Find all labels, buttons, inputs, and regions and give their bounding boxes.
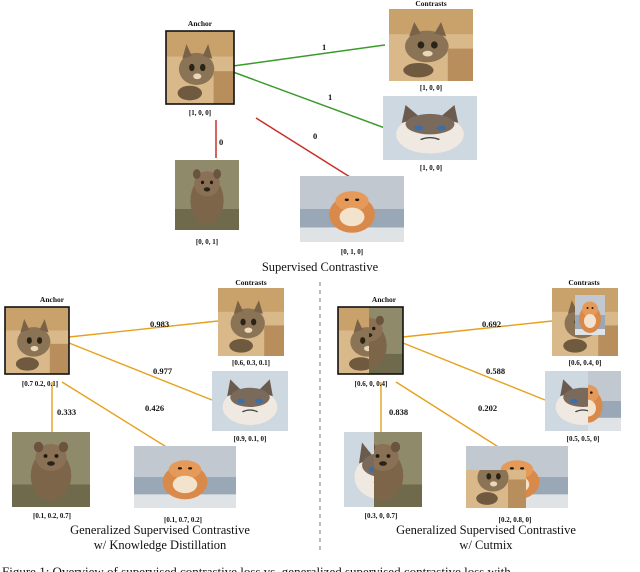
bl-caption-line1: Generalized Supervised Contrastive [70,523,250,537]
edge-bl-c1 [68,320,219,338]
bl-weight-2: 0.977 [153,366,173,376]
bl-pom-label: [0.1, 0.7, 0.2] [164,516,202,524]
contrasts-header: Contrasts [415,0,446,8]
edge-br-c1 [402,320,553,338]
edge-bl-c2 [68,342,213,401]
contrast-cat-image [389,9,473,81]
bl-contrast2-image [212,371,288,431]
br-bottom1-label: [0.3, 0, 0.7] [365,512,398,520]
anchor-header: Anchor [188,19,213,28]
br-anchor-label: [0.6, 0, 0.4] [355,380,388,388]
contrast-grumpy-image [383,96,477,160]
edge-bl-pom [61,381,169,449]
bottom-right-panel: Anchor [0.6, 0, 0.4] Contrasts [0.6, 0.4… [337,278,621,552]
br-weight-2: 0.588 [486,366,505,376]
br-contrast2-label: [0.5, 0.5, 0] [567,435,600,443]
bl-pom-image [134,446,236,508]
br-bottom1-image [344,432,422,507]
br-caption-line1: Generalized Supervised Contrastive [396,523,576,537]
bl-weight-3: 0.426 [145,403,164,413]
contrast-cat-label: [1, 0, 0] [420,84,442,92]
weight-cat1: 1 [322,42,326,52]
weight-quokka: 0 [219,137,223,147]
edge-br-c2 [402,342,546,401]
pom-image [300,176,404,242]
bl-contrast1-image [218,288,284,356]
br-bottom2-label: [0.2, 0.8, 0] [499,516,532,524]
weight-cat2: 1 [328,92,332,102]
bl-caption-line2: w/ Knowledge Distillation [94,538,227,552]
quokka-label: [0, 0, 1] [196,238,218,246]
br-contrast1-image [552,288,618,356]
figure-caption: Figure 1: Overview of supervised contras… [2,564,511,572]
br-weight-1: 0.692 [482,319,501,329]
br-anchor-image [337,306,404,375]
contrast-grumpy-label: [1, 0, 0] [420,164,442,172]
edge-anchor-cat1 [232,44,386,67]
br-weight-3: 0.202 [478,403,497,413]
bl-contrast1-label: [0.6, 0.3, 0.1] [232,359,270,367]
br-contrast2-image [545,371,621,431]
edge-anchor-cat2 [232,71,386,129]
edge-anchor-pom [255,117,351,178]
br-contrast1-label: [0.6, 0.4, 0] [569,359,602,367]
top-caption: Supervised Contrastive [262,260,379,274]
bl-weight-4: 0.333 [57,407,76,417]
bl-anchor-header: Anchor [40,295,65,304]
pom-label: [0, 1, 0] [341,248,363,256]
quokka-image [175,160,239,230]
weight-pom: 0 [313,131,317,141]
bottom-left-panel: Anchor [0.7 0.2, 0.1] Contrasts [0.6, 0.… [4,278,288,552]
br-anchor-header: Anchor [372,295,397,304]
bl-quokka-image [12,432,90,507]
bl-weight-1: 0.983 [150,319,169,329]
bl-anchor-image [4,306,70,375]
bl-quokka-label: [0.1, 0.2, 0.7] [33,512,71,520]
bl-contrast2-label: [0.9, 0.1, 0] [234,435,267,443]
br-caption-line2: w/ Cutmix [459,538,513,552]
bl-anchor-label: [0.7 0.2, 0.1] [22,380,58,388]
br-contrasts-header: Contrasts [568,278,599,287]
bl-contrasts-header: Contrasts [235,278,266,287]
edge-br-b2 [395,381,501,449]
anchor-label: [1, 0, 0] [189,109,211,117]
top-panel: Anchor [1, 0, 0] Contrasts [1, 0, 0] [1,… [165,0,477,274]
anchor-image [165,30,235,105]
br-weight-4: 0.838 [389,407,408,417]
br-bottom2-image [466,446,568,508]
